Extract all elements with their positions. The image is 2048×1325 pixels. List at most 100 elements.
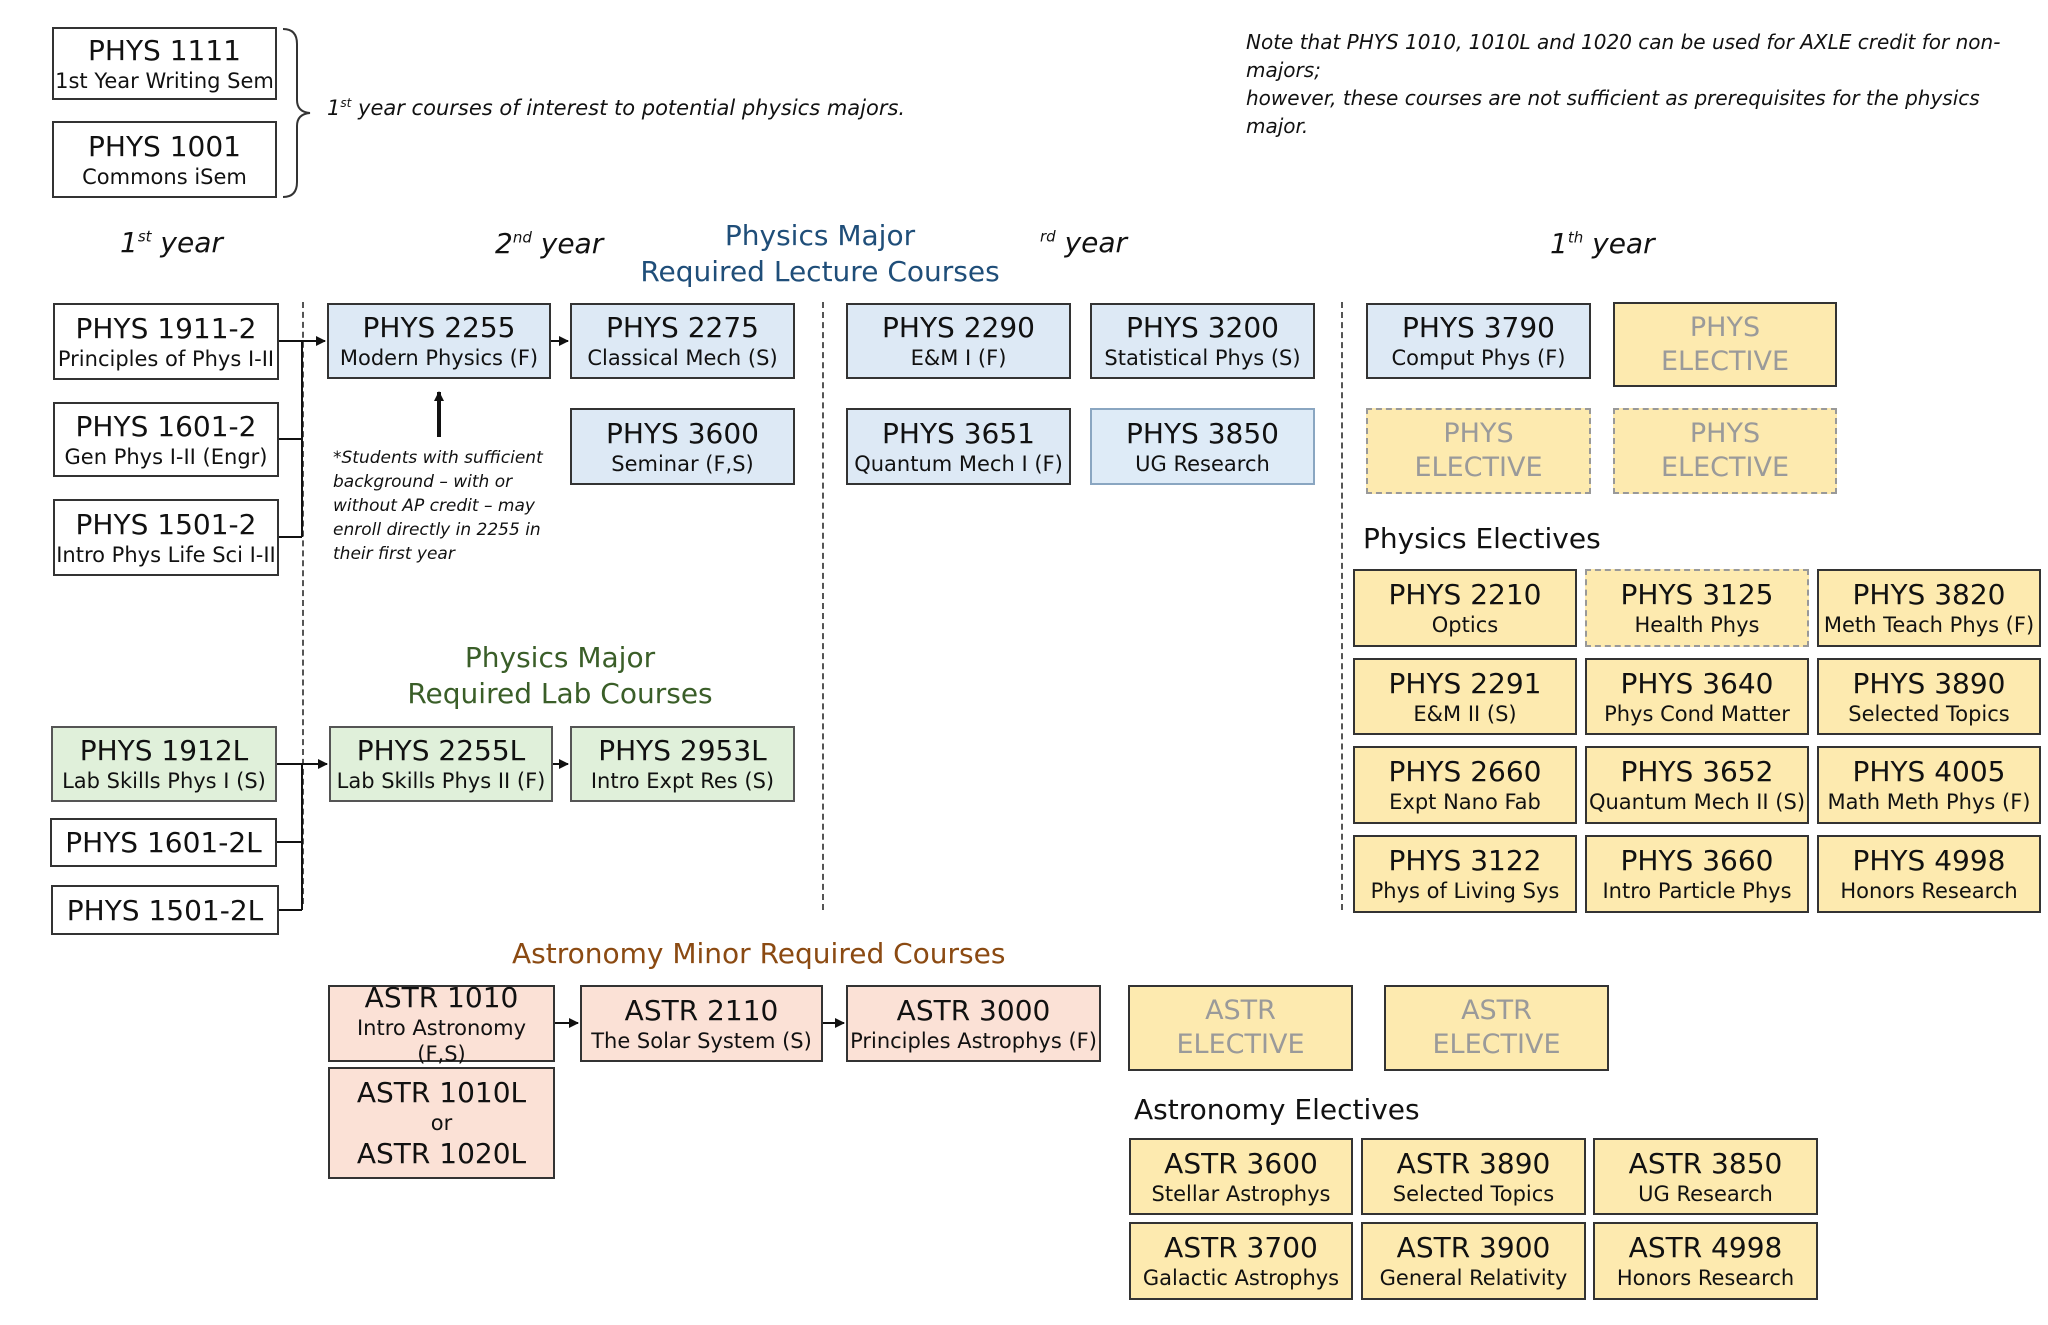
course-name: Honors Research: [1840, 879, 2018, 904]
course-code: ASTR 1010: [364, 980, 519, 1014]
course-name: Intro Expt Res (S): [590, 769, 775, 794]
course-phys-3200[interactable]: PHYS 3200 Statistical Phys (S): [1090, 303, 1315, 379]
course-code: PHYS 1601-2L: [65, 826, 262, 859]
elective-phys-4998[interactable]: PHYS 4998 Honors Research: [1817, 835, 2041, 913]
course-name: Modern Physics (F): [339, 346, 539, 371]
course-code: PHYS 3652: [1620, 755, 1774, 789]
course-code: PHYS 2291: [1388, 666, 1542, 700]
course-code: PHYS 4998: [1852, 844, 2006, 878]
course-name: Comput Phys (F): [1391, 346, 1566, 371]
lab-line-1: ASTR 1010L: [356, 1075, 527, 1109]
course-phys-1501-2[interactable]: PHYS 1501-2 Intro Phys Life Sci I-II: [53, 499, 279, 576]
phys-elective-slot-1[interactable]: PHYS ELECTIVE: [1613, 302, 1837, 387]
course-phys-2275[interactable]: PHYS 2275 Classical Mech (S): [570, 303, 795, 379]
course-code: PHYS 1501-2: [75, 507, 257, 541]
astro-astr-3000[interactable]: ASTR 3000 Principles Astrophys (F): [846, 985, 1101, 1062]
course-phys-3850[interactable]: PHYS 3850 UG Research: [1090, 408, 1315, 485]
course-phys-3651[interactable]: PHYS 3651 Quantum Mech I (F): [846, 408, 1071, 485]
course-code: PHYS 3125: [1620, 578, 1774, 612]
course-phys-1111[interactable]: PHYS 1111 1st Year Writing Sem: [52, 27, 277, 100]
course-name: Math Meth Phys (F): [1827, 790, 2031, 815]
divider-year-1-2: [302, 302, 304, 904]
course-phys-3600[interactable]: PHYS 3600 Seminar (F,S): [570, 408, 795, 485]
elective-phys-2660[interactable]: PHYS 2660 Expt Nano Fab: [1353, 746, 1577, 824]
lab-phys-1601-2l[interactable]: PHYS 1601-2L: [50, 818, 277, 867]
course-name: Honors Research: [1616, 1266, 1795, 1291]
course-code: PHYS 2210: [1388, 578, 1542, 612]
course-phys-1911-2[interactable]: PHYS 1911-2 Principles of Phys I-II: [53, 303, 279, 380]
course-name: E&M II (S): [1413, 701, 1517, 726]
course-code: PHYS 3790: [1402, 311, 1555, 345]
slot-line-2: ELECTIVE: [1661, 345, 1789, 377]
year-header-2: 2nd year: [495, 227, 604, 260]
year-header-1: 1st year: [120, 226, 223, 259]
elective-phys-2210[interactable]: PHYS 2210 Optics: [1353, 569, 1577, 647]
course-name: Principles of Phys I-II: [57, 346, 275, 371]
course-phys-2290[interactable]: PHYS 2290 E&M I (F): [846, 303, 1071, 379]
elective-phys-3660[interactable]: PHYS 3660 Intro Particle Phys: [1585, 835, 1809, 913]
course-code: PHYS 3850: [1126, 416, 1279, 450]
course-code: ASTR 3900: [1396, 1231, 1551, 1265]
elective-phys-3125[interactable]: PHYS 3125 Health Phys: [1585, 569, 1809, 647]
top-note-line-1: Note that PHYS 1010, 1010L and 1020 can …: [1246, 30, 2001, 82]
slot-line-1: PHYS: [1443, 418, 1514, 450]
course-name: Seminar (F,S): [611, 451, 754, 476]
course-name: 1st Year Writing Sem: [55, 68, 274, 93]
top-note-line-2: however, these courses are not sufficien…: [1246, 86, 1980, 138]
astro-astr-1010[interactable]: ASTR 1010 Intro Astronomy (F,S): [328, 981, 555, 1066]
course-code: PHYS 2953L: [598, 734, 767, 768]
course-code: PHYS 1912L: [79, 734, 249, 768]
course-name: Intro Phys Life Sci I-II: [56, 542, 276, 567]
lab-heading: Physics Major Required Lab Courses: [360, 640, 760, 712]
course-name: Meth Teach Phys (F): [1823, 613, 2035, 638]
label-sup: st: [340, 96, 352, 110]
course-name: Optics: [1431, 613, 1499, 638]
elective-phys-3640[interactable]: PHYS 3640 Phys Cond Matter: [1585, 658, 1809, 735]
divider-year-2-3: [822, 302, 824, 910]
course-name: Stellar Astrophys: [1151, 1181, 1331, 1206]
elective-phys-3820[interactable]: PHYS 3820 Meth Teach Phys (F): [1817, 569, 2041, 647]
course-name: Classical Mech (S): [587, 346, 778, 371]
elective-astr-3600[interactable]: ASTR 3600 Stellar Astrophys: [1129, 1138, 1353, 1215]
elective-phys-3122[interactable]: PHYS 3122 Phys of Living Sys: [1353, 835, 1577, 913]
elective-astr-3890[interactable]: ASTR 3890 Selected Topics: [1361, 1138, 1586, 1215]
elective-astr-3850[interactable]: ASTR 3850 UG Research: [1593, 1138, 1818, 1215]
elective-astr-3900[interactable]: ASTR 3900 General Relativity: [1361, 1222, 1586, 1300]
course-code: PHYS 3820: [1852, 578, 2006, 612]
astr-elective-slot-1[interactable]: ASTR ELECTIVE: [1128, 985, 1353, 1071]
elective-phys-3890[interactable]: PHYS 3890 Selected Topics: [1817, 658, 2041, 735]
elective-phys-3652[interactable]: PHYS 3652 Quantum Mech II (S): [1585, 746, 1809, 824]
course-name: Lab Skills Phys I (S): [62, 769, 266, 794]
course-code: PHYS 2660: [1388, 755, 1542, 789]
course-name: Quantum Mech I (F): [854, 451, 1063, 476]
course-code: PHYS 2255L: [356, 734, 526, 768]
astr-electives-heading: Astronomy Electives: [1134, 1093, 1420, 1126]
course-phys-2255[interactable]: PHYS 2255 Modern Physics (F): [327, 303, 551, 379]
lab-phys-2953l[interactable]: PHYS 2953L Intro Expt Res (S): [570, 726, 795, 802]
course-name: Selected Topics: [1392, 1181, 1555, 1206]
course-name: E&M I (F): [910, 346, 1007, 371]
astr-elective-slot-2[interactable]: ASTR ELECTIVE: [1384, 985, 1609, 1071]
course-phys-1001[interactable]: PHYS 1001 Commons iSem: [52, 121, 277, 198]
lab-phys-1912l[interactable]: PHYS 1912L Lab Skills Phys I (S): [51, 726, 277, 802]
slot-line-2: ELECTIVE: [1414, 452, 1543, 483]
course-code: PHYS 2255: [362, 311, 516, 345]
slot-line-1: ASTR: [1205, 995, 1276, 1027]
elective-phys-2291[interactable]: PHYS 2291 E&M II (S): [1353, 658, 1577, 735]
astro-astr-1010l[interactable]: ASTR 1010L or ASTR 1020L: [328, 1067, 555, 1179]
course-phys-3790[interactable]: PHYS 3790 Comput Phys (F): [1366, 303, 1591, 379]
top-note: Note that PHYS 1010, 1010L and 1020 can …: [1246, 28, 2036, 140]
elective-astr-3700[interactable]: ASTR 3700 Galactic Astrophys: [1129, 1222, 1353, 1300]
course-code: PHYS 1001: [88, 129, 241, 163]
lab-phys-2255l[interactable]: PHYS 2255L Lab Skills Phys II (F): [329, 726, 553, 802]
lab-phys-1501-2l[interactable]: PHYS 1501-2L: [51, 885, 279, 935]
elective-astr-4998[interactable]: ASTR 4998 Honors Research: [1593, 1222, 1818, 1300]
phys-elective-slot-2[interactable]: PHYS ELECTIVE: [1366, 408, 1591, 494]
course-name: UG Research: [1135, 451, 1270, 476]
elective-phys-4005[interactable]: PHYS 4005 Math Meth Phys (F): [1817, 746, 2041, 824]
phys-elective-slot-3[interactable]: PHYS ELECTIVE: [1613, 408, 1837, 494]
course-code: PHYS 1111: [88, 33, 241, 67]
astro-astr-2110[interactable]: ASTR 2110 The Solar System (S): [580, 985, 823, 1062]
course-phys-1601-2[interactable]: PHYS 1601-2 Gen Phys I-II (Engr): [53, 402, 279, 477]
